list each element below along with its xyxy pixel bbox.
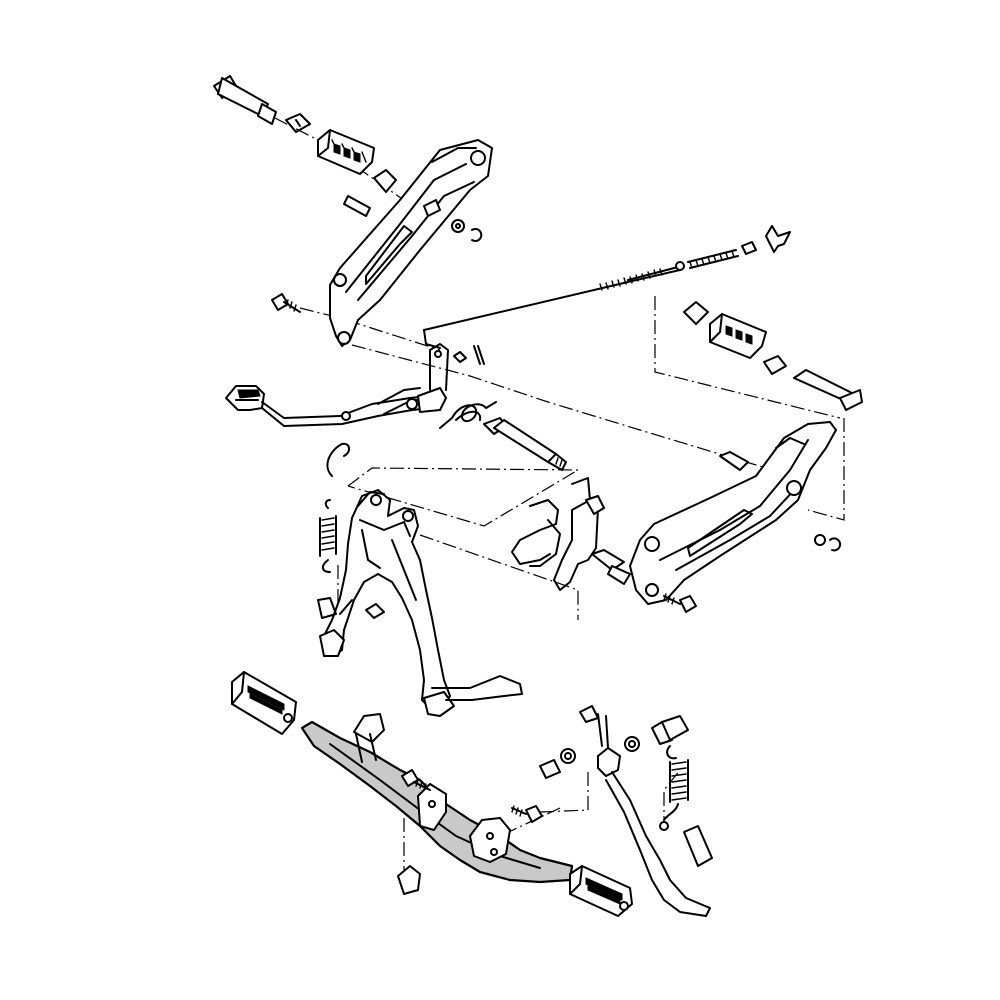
left-rear-footpeg-rubber	[318, 130, 374, 174]
rear-brake-pedal	[226, 344, 448, 426]
left-rear-footpeg-bracket	[330, 140, 492, 346]
footpeg-cap	[374, 170, 396, 192]
right-footpeg-cap	[684, 302, 708, 324]
rear-footpeg-pivot-pin	[214, 76, 276, 124]
side-stand-top-nut	[580, 706, 598, 722]
left-front-footpeg-rubber	[232, 672, 296, 734]
right-rear-footpeg-bracket	[630, 422, 836, 604]
assembly-leader-lines	[232, 96, 844, 870]
brake-pedal-pin-and-clip	[454, 346, 484, 364]
bracket-washer-and-clip	[452, 220, 481, 241]
footpeg-pivot-bolt	[344, 196, 370, 216]
side-stand-spring	[660, 746, 688, 830]
frame-pivot-bosses	[512, 478, 630, 590]
brake-pedal-pivot-shaft	[484, 418, 566, 470]
side-stand	[598, 714, 710, 916]
footpeg-bar-damper	[398, 866, 420, 894]
pin-clip	[286, 114, 310, 132]
right-footpeg-clip	[764, 356, 786, 374]
front-footpeg-bar	[302, 714, 572, 882]
right-bracket-washer-and-clip	[815, 535, 840, 550]
bracket-mounting-bolt	[272, 294, 300, 312]
side-stand-pivot-bolt	[652, 716, 688, 744]
right-front-footpeg-rubber	[570, 866, 632, 916]
side-stand-spring-cover	[684, 826, 712, 866]
main-stand-stopper	[366, 604, 384, 618]
main-stand	[318, 490, 522, 716]
footpeg-bar-bolts	[402, 770, 542, 822]
brake-rod-spring-and-nut	[676, 226, 790, 270]
right-footpeg-pivot-pin	[794, 370, 862, 410]
right-bracket-pivot-bolt	[720, 452, 748, 470]
main-stand-return-springs	[320, 444, 349, 572]
right-bracket-mounting-bolt	[664, 594, 696, 612]
side-stand-pivot-nut-and-washers	[540, 737, 639, 778]
brake-rod	[424, 266, 682, 348]
right-footpeg-rubber	[710, 314, 766, 358]
brake-pedal-return-spring	[440, 402, 496, 428]
